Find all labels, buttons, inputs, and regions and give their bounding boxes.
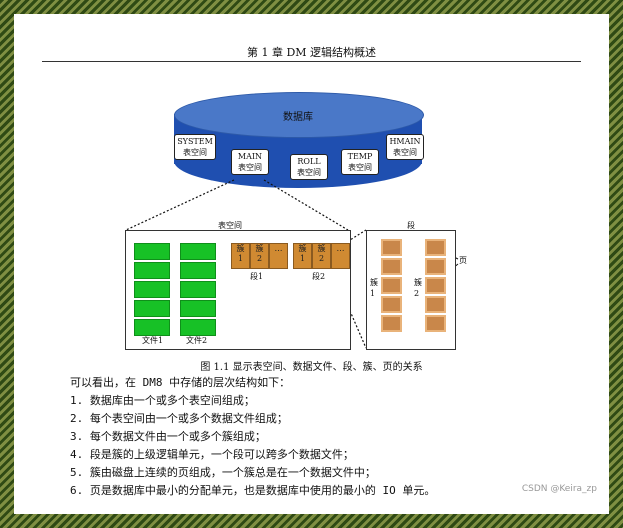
page-block bbox=[425, 296, 446, 313]
data-file-1 bbox=[134, 243, 170, 338]
list-item: 1. 数据库由一个或多个表空间组成； bbox=[70, 394, 255, 407]
segment-box-caption: 段 bbox=[407, 221, 415, 230]
database-label: 数据库 bbox=[283, 112, 313, 123]
page-block bbox=[425, 277, 446, 294]
list-item: 4. 段是簇的上级逻辑单元，一个段可以跨多个数据文件； bbox=[70, 448, 354, 461]
page-block bbox=[381, 239, 402, 256]
list-item: 2. 每个表空间由一个或多个数据文件组成； bbox=[70, 412, 288, 425]
segment2-more: … bbox=[331, 243, 350, 269]
data-file-2 bbox=[180, 243, 216, 338]
file1-label: 文件1 bbox=[142, 336, 164, 345]
body-text: 可以看出，在 DM8 中存储的层次结构如下： 1. 数据库由一个或多个表空间组成… bbox=[70, 374, 590, 500]
segment2-label: 段2 bbox=[312, 272, 326, 281]
chapter-header: 第 1 章 DM 逻辑结构概述 bbox=[246, 46, 377, 59]
watermark: CSDN @Keira_zp bbox=[521, 484, 597, 494]
figure-caption: 图 1.1 显示表空间、数据文件、段、簇、页的关系 bbox=[200, 362, 423, 373]
database-cylinder-top bbox=[174, 92, 424, 138]
page-block bbox=[425, 315, 446, 332]
page-block bbox=[381, 258, 402, 275]
page-block bbox=[381, 296, 402, 313]
segment-box: 簇 1 簇 2 bbox=[366, 230, 456, 350]
file2-label: 文件2 bbox=[186, 336, 208, 345]
page-label: 页 bbox=[459, 256, 467, 265]
segment1-more: … bbox=[269, 243, 288, 269]
page-block bbox=[381, 277, 402, 294]
header-rule bbox=[42, 61, 581, 62]
page-block bbox=[425, 258, 446, 275]
segment1-label: 段1 bbox=[250, 272, 264, 281]
cluster1-label: 簇 1 bbox=[370, 278, 378, 298]
list-item: 5. 簇由磁盘上连续的页组成，一个簇总是在一个数据文件中； bbox=[70, 466, 376, 479]
intro-line: 可以看出，在 DM8 中存储的层次结构如下： bbox=[70, 376, 291, 389]
list-item: 3. 每个数据文件由一个或多个簇组成； bbox=[70, 430, 266, 443]
tablespace-box-caption: 表空间 bbox=[218, 221, 242, 230]
list-item: 6. 页是数据库中最小的分配单元，也是数据库中使用的最小的 IO 单元。 bbox=[70, 484, 436, 497]
cluster2-label: 簇 2 bbox=[414, 278, 422, 298]
page-block bbox=[381, 315, 402, 332]
page-block bbox=[425, 239, 446, 256]
